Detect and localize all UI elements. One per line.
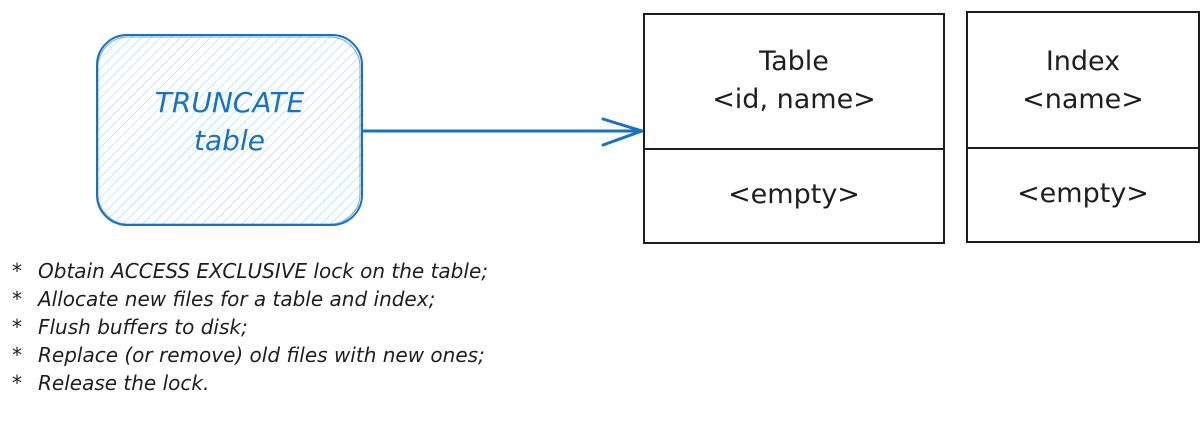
step-item: * Replace (or remove) old files with new … — [12, 341, 488, 369]
bullet: * — [12, 315, 22, 339]
truncate-label-line1: TRUNCATE — [154, 86, 305, 119]
step-item: * Allocate new files for a table and inde… — [12, 285, 488, 313]
truncate-label-line2: table — [194, 124, 265, 157]
index-body: <empty> — [1017, 178, 1149, 209]
table-body: <empty> — [728, 179, 860, 210]
step-text: Allocate new files for a table and index… — [38, 287, 436, 311]
bullet: * — [12, 287, 22, 311]
bullet: * — [12, 371, 22, 395]
table-title: Table — [759, 46, 829, 77]
table-node — [643, 13, 945, 244]
index-title: Index — [1045, 46, 1121, 77]
index-columns: <name> — [1022, 84, 1144, 115]
step-text: Replace (or remove) old files with new o… — [38, 343, 485, 367]
step-item: * Flush buffers to disk; — [12, 313, 488, 341]
step-text: Flush buffers to disk; — [38, 315, 248, 339]
bullet: * — [12, 343, 22, 367]
index-header: Index <name> — [967, 43, 1199, 119]
truncate-label: TRUNCATE table — [97, 84, 362, 160]
step-item: * Obtain ACCESS EXCLUSIVE lock on the tab… — [12, 257, 488, 285]
step-text: Obtain ACCESS EXCLUSIVE lock on the tabl… — [38, 259, 488, 283]
step-item: * Release the lock. — [12, 369, 488, 397]
table-columns: <id, name> — [712, 84, 876, 115]
bullet: * — [12, 259, 22, 283]
arrow-connector — [362, 117, 644, 147]
step-text: Release the lock. — [38, 371, 210, 395]
index-node — [966, 11, 1200, 243]
steps-list: * Obtain ACCESS EXCLUSIVE lock on the tab… — [12, 257, 488, 397]
table-header: Table <id, name> — [644, 43, 944, 119]
